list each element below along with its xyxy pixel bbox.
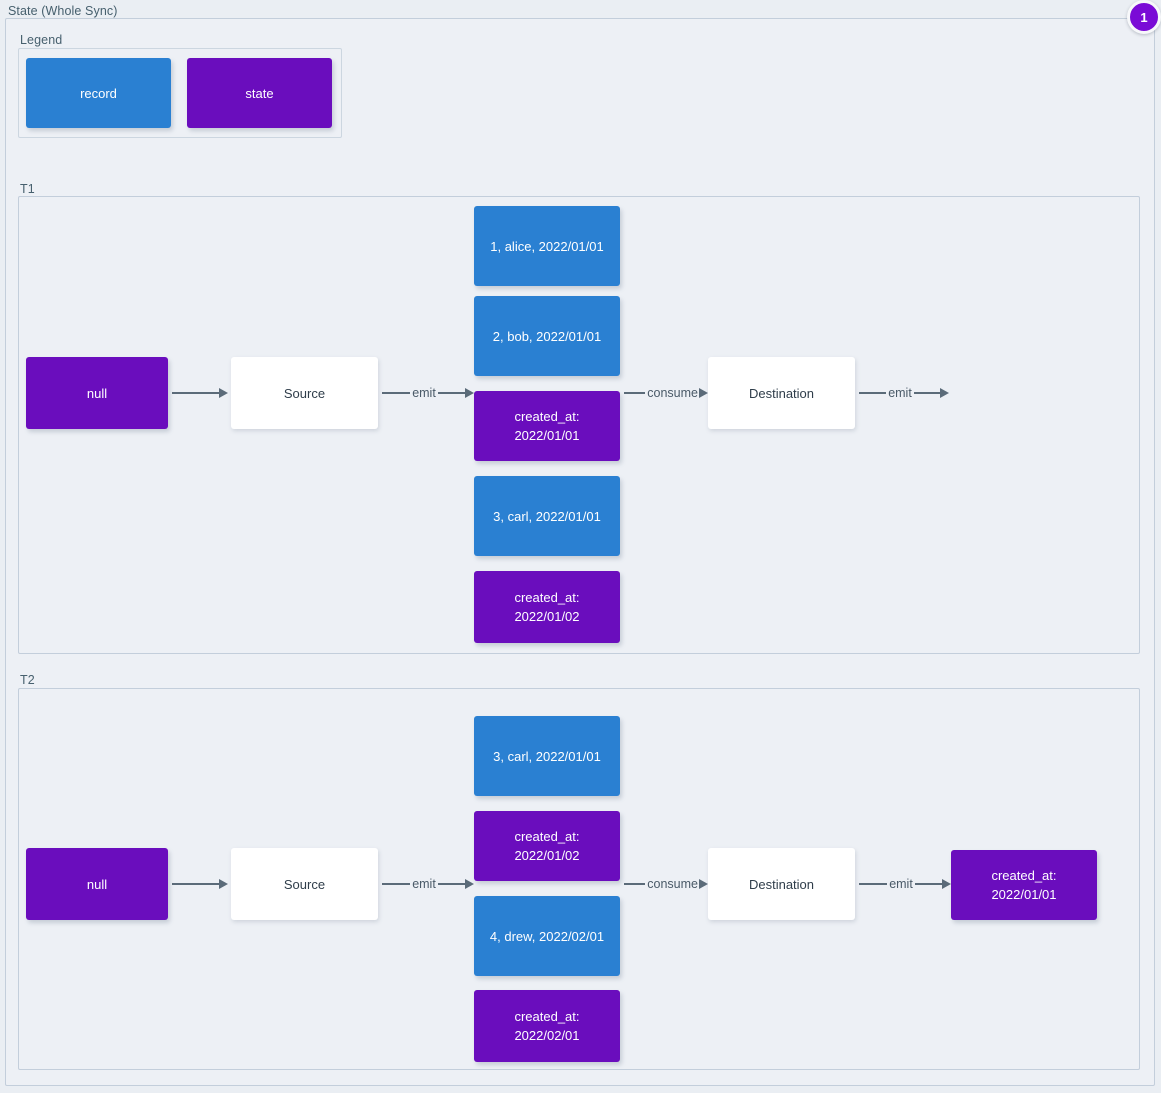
arrow-line (859, 882, 888, 886)
arrow-head-icon (699, 388, 708, 398)
t1-stream-item-1: 2, bob, 2022/01/01 (474, 296, 620, 376)
arrow-line (437, 882, 466, 886)
t1-consume-label: consume (647, 386, 698, 400)
t1-arrow-state-to-source (172, 383, 228, 403)
arrow-head-icon (699, 879, 708, 889)
t1-destination-emit-label: emit (888, 386, 912, 400)
section-label-t2: T2 (20, 673, 35, 687)
arrow-line (437, 391, 466, 395)
legend-label: Legend (20, 33, 63, 47)
t2-arrow-destination-emit: emit (859, 874, 951, 894)
arrow-line (624, 391, 646, 395)
t2-output-state: created_at: 2022/01/01 (951, 850, 1097, 920)
arrow-head-icon (942, 879, 951, 889)
t1-stream-item-2: created_at: 2022/01/01 (474, 391, 620, 461)
t1-source-emit-label: emit (412, 386, 436, 400)
t2-stream-item-3: created_at: 2022/02/01 (474, 990, 620, 1062)
t1-stream-item-3: 3, carl, 2022/01/01 (474, 476, 620, 556)
t2-destination-emit-label: emit (889, 877, 913, 891)
t2-source-node: Source (231, 848, 378, 920)
t1-source-node: Source (231, 357, 378, 429)
legend-item-record: record (26, 58, 171, 128)
arrow-line (172, 391, 220, 395)
t1-initial-state: null (26, 357, 168, 429)
t1-stream-item-4: created_at: 2022/01/02 (474, 571, 620, 643)
t2-stream-item-1: created_at: 2022/01/02 (474, 811, 620, 881)
arrow-line (914, 882, 943, 886)
arrow-line (859, 391, 887, 395)
t2-arrow-state-to-source (172, 874, 228, 894)
legend-item-state: state (187, 58, 332, 128)
section-label-t1: T1 (20, 182, 35, 196)
arrow-line (913, 391, 941, 395)
t2-consume-label: consume (647, 877, 698, 891)
arrow-line (382, 882, 411, 886)
arrow-head-icon (219, 388, 228, 398)
arrow-head-icon (940, 388, 949, 398)
t2-stream-item-2: 4, drew, 2022/02/01 (474, 896, 620, 976)
arrow-line (172, 882, 220, 886)
t1-arrow-source-emit: emit (382, 383, 474, 403)
page-title: State (Whole Sync) (8, 4, 118, 18)
arrow-head-icon (465, 879, 474, 889)
t2-arrow-source-emit: emit (382, 874, 474, 894)
t1-arrow-destination-emit: emit (859, 383, 949, 403)
status-badge: 1 (1127, 0, 1161, 34)
arrow-head-icon (219, 879, 228, 889)
arrow-head-icon (465, 388, 474, 398)
t2-initial-state: null (26, 848, 168, 920)
t1-arrow-consume: consume (624, 383, 708, 403)
t1-destination-node: Destination (708, 357, 855, 429)
t2-destination-node: Destination (708, 848, 855, 920)
arrow-line (624, 882, 646, 886)
t2-source-emit-label: emit (412, 877, 436, 891)
arrow-line (382, 391, 411, 395)
t2-arrow-consume: consume (624, 874, 708, 894)
t1-stream-item-0: 1, alice, 2022/01/01 (474, 206, 620, 286)
t2-stream-item-0: 3, carl, 2022/01/01 (474, 716, 620, 796)
